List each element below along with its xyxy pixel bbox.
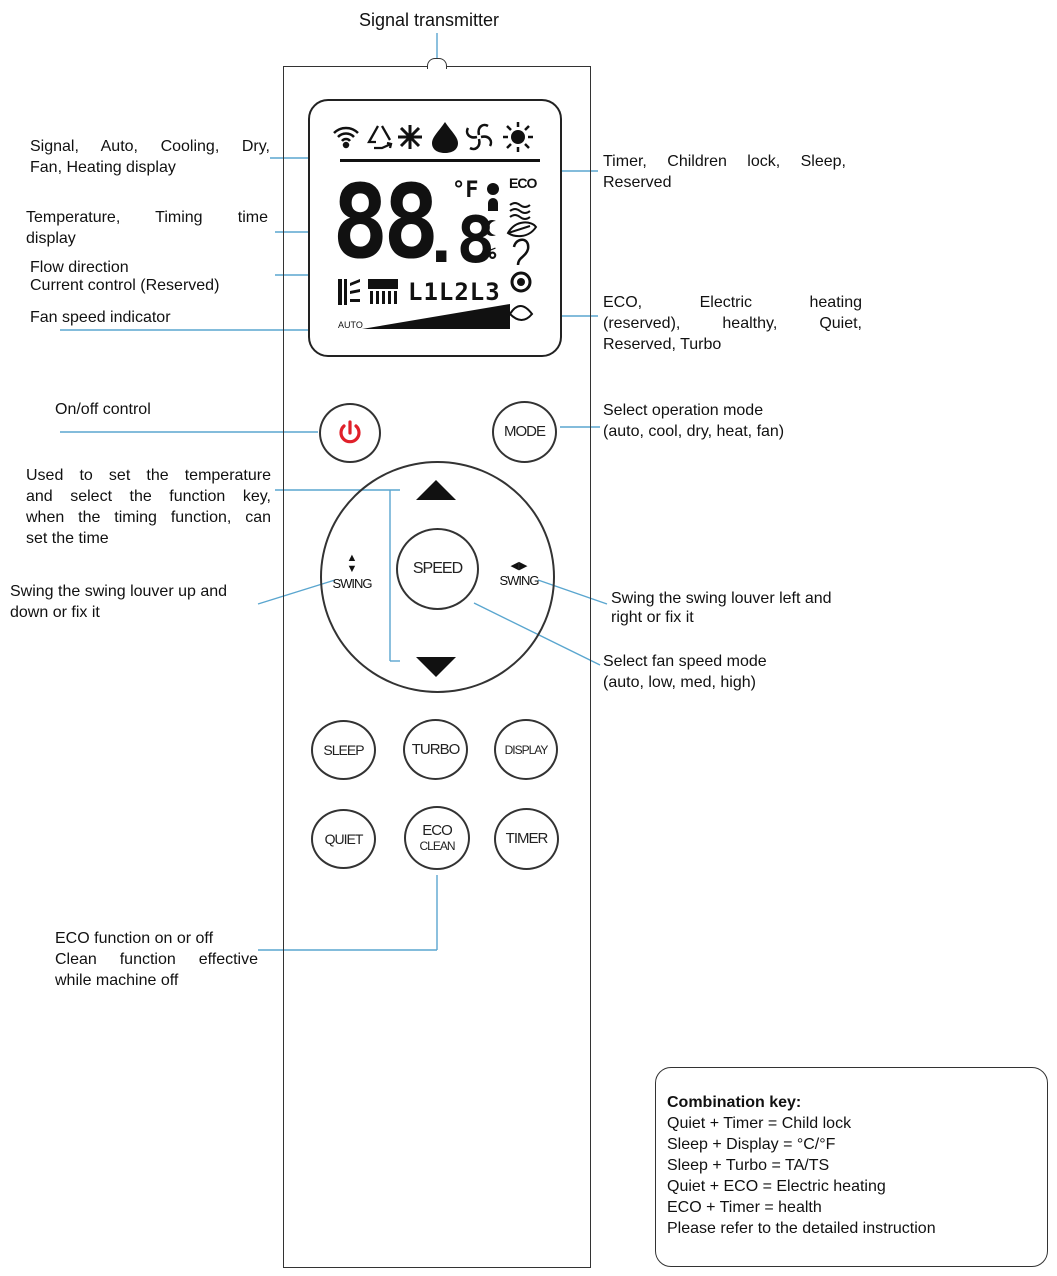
heating-icon [509, 202, 531, 220]
camera-icon [510, 271, 532, 293]
timer-lock-label: Timer, Children lock, Sleep, Reserved [603, 153, 846, 191]
combination-line: Please refer to the detailed instruction [667, 1220, 936, 1237]
power-icon [339, 420, 361, 444]
temperature-digits: 88 [332, 163, 439, 282]
arrow-down-button[interactable] [412, 653, 460, 684]
lcd-display: 88 .8 °F % L1L2L3 ECO AUTO [308, 99, 562, 357]
sleep-button[interactable]: SLEEP [311, 720, 376, 780]
turbo-icon [508, 305, 534, 321]
swing-leftright-desc: Swing the swing louver left and right or… [611, 590, 832, 626]
eco-heating-label: ECO, Electric heating (reserved), health… [603, 294, 862, 353]
louver-icons [338, 279, 398, 305]
turbo-button[interactable]: TURBO [403, 719, 468, 780]
fan-icon [465, 123, 493, 151]
arrow-up-button[interactable] [412, 478, 460, 509]
updown-arrow-icon: ▲▼ [346, 552, 358, 575]
eco-clean-button[interactable]: ECO CLEAN [404, 806, 470, 870]
leftright-arrow-icon: ◀▶ [510, 560, 528, 572]
fan-speed-label: Fan speed indicator [30, 309, 171, 326]
sun-icon [503, 122, 533, 152]
eco-label: ECO [422, 822, 452, 839]
unit-label: °F [452, 178, 479, 203]
auto-recycle-icon [367, 125, 393, 150]
clean-label: CLEAN [419, 839, 455, 853]
arrow-down-icon [416, 657, 456, 677]
signal-transmitter-label: Signal transmitter [359, 10, 500, 30]
fan-speed-bar [362, 304, 510, 329]
decimal-digit: .8 [422, 204, 495, 278]
flow-direction-label: Flow direction Current control (Reserved… [30, 259, 220, 294]
eco-function-label: ECO function on or off Clean function ef… [55, 930, 258, 989]
timer-icons [484, 183, 499, 236]
combination-line: Sleep + Turbo = TA/TS [667, 1157, 830, 1174]
speed-button[interactable]: SPEED [396, 528, 479, 610]
combination-line: Quiet + ECO = Electric heating [667, 1178, 886, 1195]
drop-icon [432, 122, 458, 153]
temperature-label: Temperature, Timing time display [26, 209, 268, 247]
swing-updown-button[interactable]: ▲▼ SWING [330, 552, 374, 592]
swing-leftright-label: SWING [499, 573, 539, 588]
swing-updown-desc: Swing the swing louver up and down or fi… [10, 583, 228, 621]
arrow-up-icon [416, 480, 456, 500]
operation-mode-label: Select operation mode (auto, cool, dry, … [603, 402, 785, 440]
swing-updown-label: SWING [332, 576, 372, 591]
combination-line: ECO + Timer = health [667, 1199, 822, 1216]
combination-title: Combination key: [667, 1094, 802, 1111]
fan-speed-mode-label: Select fan speed mode (auto, low, med, h… [603, 653, 767, 691]
louver-levels: L1L2L3 [408, 278, 501, 306]
arrow-keys-label: Used to set the temperature and select t… [26, 467, 271, 547]
quiet-button[interactable]: QUIET [311, 809, 376, 869]
signal-icon [333, 126, 359, 149]
combination-line: Sleep + Display = °C/°F [667, 1136, 836, 1153]
display-button[interactable]: DISPLAY [494, 719, 558, 780]
combination-key-box: Combination key: Quiet + Timer = Child l… [655, 1067, 1048, 1267]
eco-indicator: ECO [509, 175, 537, 191]
timer-button[interactable]: TIMER [494, 808, 559, 870]
quiet-ear-icon [512, 238, 530, 266]
swing-leftright-button[interactable]: ◀▶ SWING [494, 560, 544, 589]
mode-display-label: Signal, Auto, Cooling, Dry, Fan, Heating… [30, 138, 270, 176]
percent-label: % [482, 237, 497, 265]
signal-transmitter [427, 58, 447, 69]
snowflake-icon [398, 125, 422, 149]
onoff-label: On/off control [55, 401, 151, 418]
combination-line: Quiet + Timer = Child lock [667, 1115, 852, 1132]
auto-indicator: AUTO [338, 320, 363, 330]
leaf-icon [506, 221, 538, 238]
direction-pad [320, 461, 555, 693]
mode-button[interactable]: MODE [492, 401, 557, 463]
lcd-artwork [333, 122, 540, 329]
power-button[interactable] [319, 403, 381, 463]
